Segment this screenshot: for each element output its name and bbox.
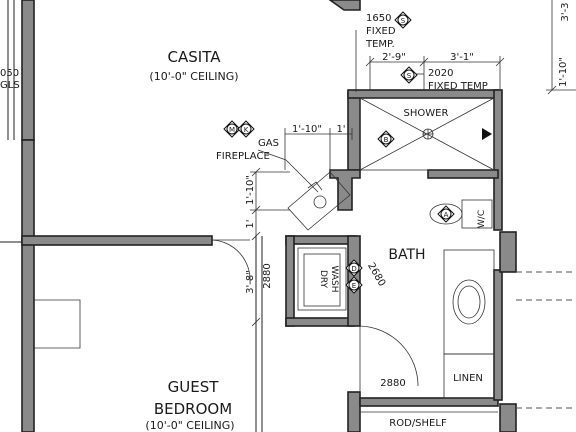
wall-bath-east-upper — [493, 89, 503, 231]
label-linen: LINEN — [453, 373, 483, 384]
vanity-counter — [443, 249, 495, 355]
svg-text:M: M — [229, 126, 235, 134]
wall-bath-east-lower — [493, 269, 503, 401]
tag-d: D — [345, 259, 363, 277]
dim-2680-door: 2680 — [365, 261, 387, 289]
tag-m: M — [223, 120, 241, 138]
wall-laundry-west — [285, 235, 295, 327]
window-jamb-east — [499, 231, 517, 273]
svg-text:A: A — [444, 211, 449, 219]
toilet-tank — [461, 199, 493, 229]
svg-text:K: K — [244, 126, 249, 134]
wall-top-corner — [328, 0, 361, 11]
svg-text:E: E — [352, 282, 356, 290]
room-name-guest-line1: GUEST — [168, 378, 220, 396]
fireplace-box — [287, 171, 351, 231]
dim-2880-door: 2880 — [262, 263, 273, 288]
wall-laundry-bottom — [285, 317, 355, 327]
dim-3-3-right: 3'-3 — [560, 2, 571, 21]
dim-1-10-vert: 1'-10" — [245, 175, 256, 205]
wall-laundry-top — [285, 235, 357, 245]
note-window-1650-line1: 1650 — [366, 13, 391, 24]
tag-b: B — [377, 130, 395, 148]
dim-1-top: 1' — [336, 124, 345, 135]
wall-bath-west-upper — [347, 91, 361, 171]
wall-shower-south — [427, 169, 499, 179]
note-left-cut-line1: 050 — [0, 68, 19, 79]
wall-left-upper — [21, 0, 35, 141]
svg-text:D: D — [351, 265, 356, 273]
note-window-2020-line2: FIXED TEMP — [428, 81, 488, 92]
tag-e: E — [345, 276, 363, 294]
tag-k: K — [237, 120, 255, 138]
tag-a: A — [437, 205, 455, 223]
tag-s1: S — [394, 11, 412, 29]
wall-casita-guest — [21, 235, 213, 246]
dim-1-10-right: 1'-10" — [558, 57, 569, 87]
label-rod-shelf: ROD/SHELF — [389, 418, 447, 429]
dim-1-vert: 1' — [245, 219, 256, 228]
dim-3-8: 3'-8" — [245, 270, 256, 294]
sink-basin — [452, 279, 486, 325]
tag-s2: S — [400, 66, 418, 84]
fireplace-burner — [313, 195, 327, 209]
washer-dryer-unit — [297, 247, 347, 311]
wall-left-mid — [21, 139, 35, 241]
note-window-2020-line1: 2020 — [428, 68, 453, 79]
wall-bath-west-bottom — [347, 391, 361, 432]
svg-text:B: B — [384, 136, 389, 144]
room-name-bath: BATH — [388, 247, 425, 263]
window-jamb-southeast — [499, 403, 517, 432]
room-name-guest-line2: BEDROOM — [154, 400, 232, 418]
svg-text:S: S — [401, 17, 406, 25]
wall-left-lower — [21, 239, 35, 432]
note-window-1650-line2: FIXED — [366, 26, 396, 37]
room-name-casita: CASITA — [168, 48, 222, 66]
dim-3-1: 3'-1" — [450, 52, 474, 63]
shower-valve-marker — [482, 128, 492, 140]
label-wc: W/C — [477, 210, 487, 228]
dim-2-9: 2'-9" — [382, 52, 406, 63]
note-left-cut-line2: GLS — [0, 80, 20, 91]
svg-text:S: S — [407, 72, 412, 80]
wall-bath-bottom — [359, 397, 499, 407]
linen-cabinet — [443, 353, 495, 399]
label-shower: SHOWER — [404, 108, 449, 119]
dim-2880-closet: 2880 — [380, 378, 405, 389]
note-fireplace-line2: FIREPLACE — [216, 151, 270, 162]
room-ceiling-casita: (10'-0" CEILING) — [149, 70, 238, 83]
note-gas-line1: GAS — [258, 138, 279, 149]
wall-fireplace-chase — [329, 169, 361, 211]
label-dry: DRY — [318, 270, 328, 289]
label-wash: WASH — [329, 265, 339, 292]
note-window-1650-line3: TEMP. — [365, 39, 395, 50]
dim-1-10-top: 1'-10" — [292, 124, 322, 135]
room-ceiling-guest: (10'-0" CEILING) — [145, 419, 234, 432]
